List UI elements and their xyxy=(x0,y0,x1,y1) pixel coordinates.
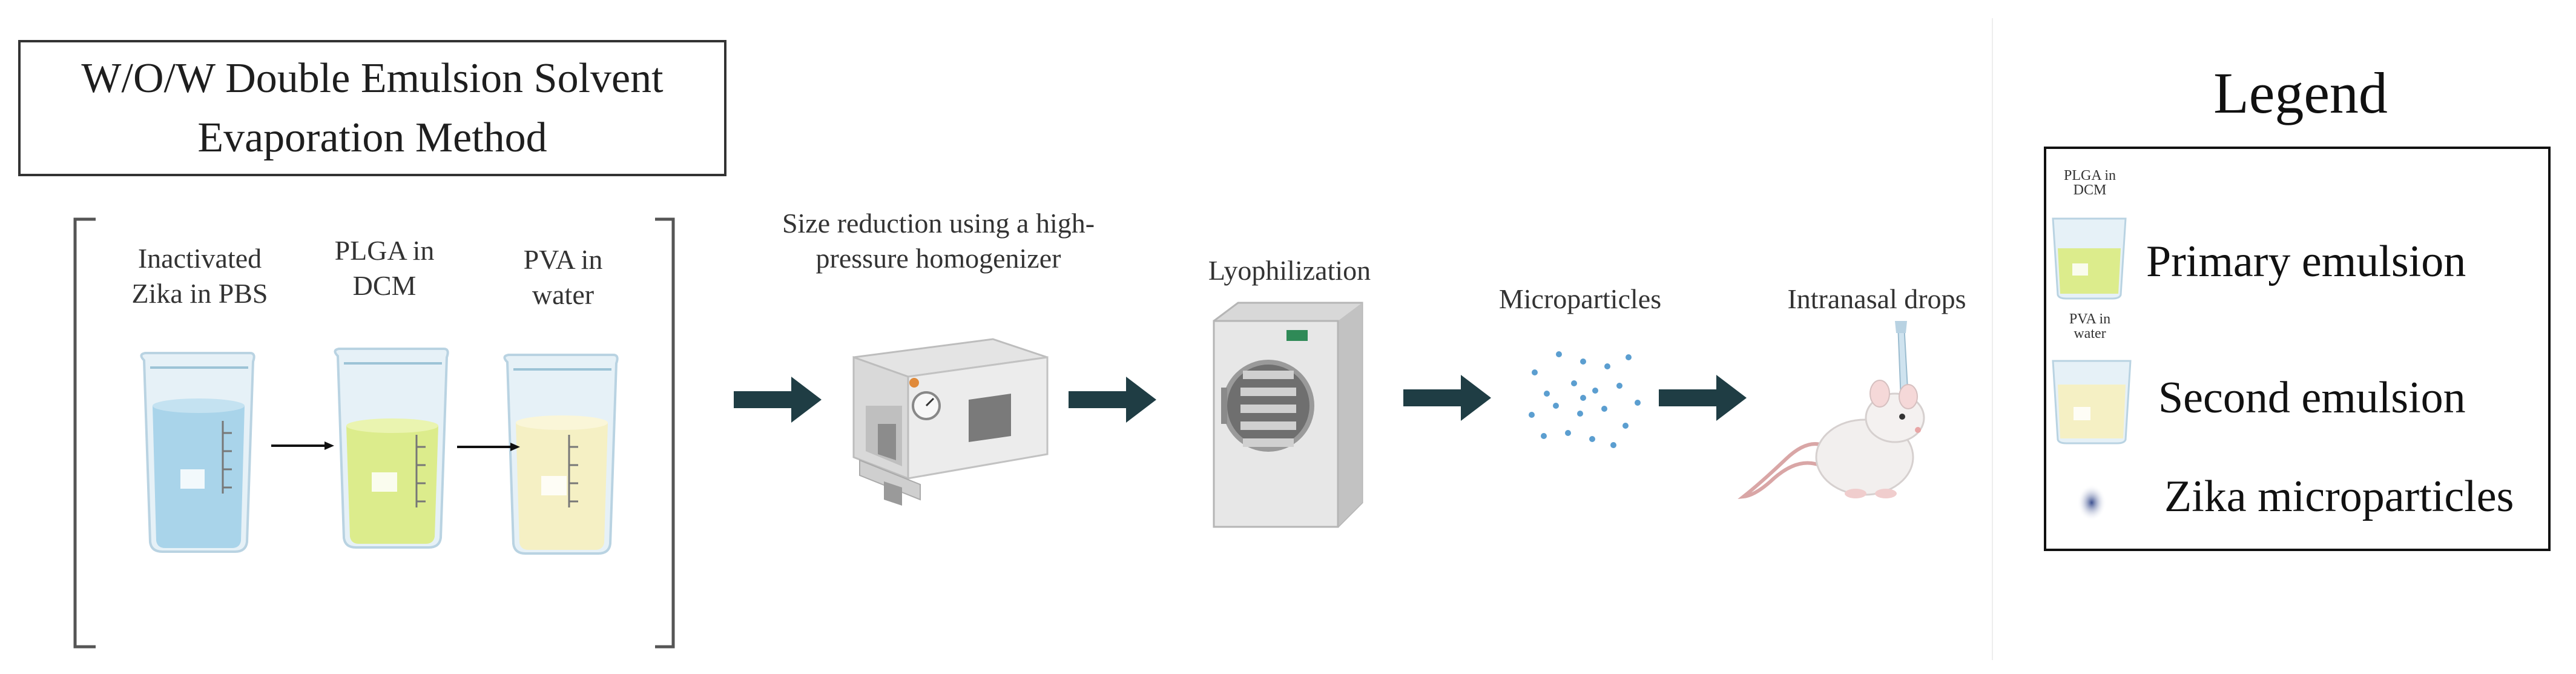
step-label-intranasal: Intranasal drops xyxy=(1787,283,1966,314)
beaker-pva-icon xyxy=(503,354,619,555)
microparticle-dot xyxy=(1544,391,1550,397)
microparticle-dot xyxy=(1565,430,1571,436)
legend-item-second-label: Second emulsion xyxy=(2158,373,2466,423)
legend-item-zika-label: Zika microparticles xyxy=(2164,472,2514,521)
microparticle-dot xyxy=(1604,363,1610,369)
microparticle-dot xyxy=(1622,423,1629,429)
step-label-homogenizer: Size reduction using a high-pressure hom… xyxy=(782,208,1095,274)
legend-divider xyxy=(1992,18,1993,660)
microparticle-dot xyxy=(1592,388,1598,394)
microparticle-dot xyxy=(1571,380,1577,386)
method-title: W/O/W Double Emulsion Solvent Evaporatio… xyxy=(81,55,664,161)
microparticle-dot xyxy=(1580,358,1586,365)
microparticle-dot xyxy=(1589,436,1595,442)
legend-item-primary-label: Primary emulsion xyxy=(2146,237,2466,286)
microparticle-dot xyxy=(1532,369,1538,375)
microparticle-dot xyxy=(1556,351,1562,357)
microparticles-icon xyxy=(1529,351,1641,448)
microparticle-dot xyxy=(1577,411,1583,417)
microparticle-dot xyxy=(1616,383,1622,389)
process-arrow-icon xyxy=(1403,375,1491,421)
step-label-lyophilization: Lyophilization xyxy=(1208,255,1371,286)
step-label-microparticles: Microparticles xyxy=(1498,283,1662,314)
legend-title: Legend xyxy=(2213,61,2388,125)
beaker-zika-icon xyxy=(140,352,255,553)
microparticle-dot xyxy=(1610,442,1616,448)
beaker-plga-icon xyxy=(334,348,449,549)
beaker-label-plga: PLGA in DCM xyxy=(334,235,435,301)
small-arrow-icon xyxy=(271,441,334,450)
microparticle-dot xyxy=(1601,406,1607,412)
legend-item-primary-small-label: PLGA in DCM xyxy=(2063,168,2116,198)
process-arrow-icon xyxy=(1659,375,1747,421)
microparticle-dot xyxy=(1541,433,1547,439)
freeze-dryer-icon xyxy=(1213,302,1363,528)
legend-primary-beaker-icon xyxy=(2052,217,2127,300)
legend-box xyxy=(2044,147,2551,551)
process-arrow-icon xyxy=(734,377,822,423)
mouse-icon xyxy=(1738,321,1925,500)
legend-item-second-small-label: PVA in water xyxy=(2069,311,2111,342)
beaker-label-pva: PVA in water xyxy=(523,244,603,310)
legend-second-beaker-icon xyxy=(2052,360,2132,444)
microparticle-dot xyxy=(1529,412,1535,418)
beaker-label-zika: Inactivated Zika in PBS xyxy=(131,243,268,309)
microparticle-dot xyxy=(1553,403,1559,409)
small-arrow-icon xyxy=(457,443,520,451)
microparticle-dot xyxy=(1626,354,1632,360)
method-title-box: W/O/W Double Emulsion Solvent Evaporatio… xyxy=(18,40,726,176)
legend-microparticle-dot-icon xyxy=(2077,484,2106,521)
microparticle-dot xyxy=(1580,395,1586,401)
microparticle-dot xyxy=(1635,400,1641,406)
process-arrow-icon xyxy=(1069,377,1156,423)
homogenizer-icon xyxy=(852,338,1049,506)
